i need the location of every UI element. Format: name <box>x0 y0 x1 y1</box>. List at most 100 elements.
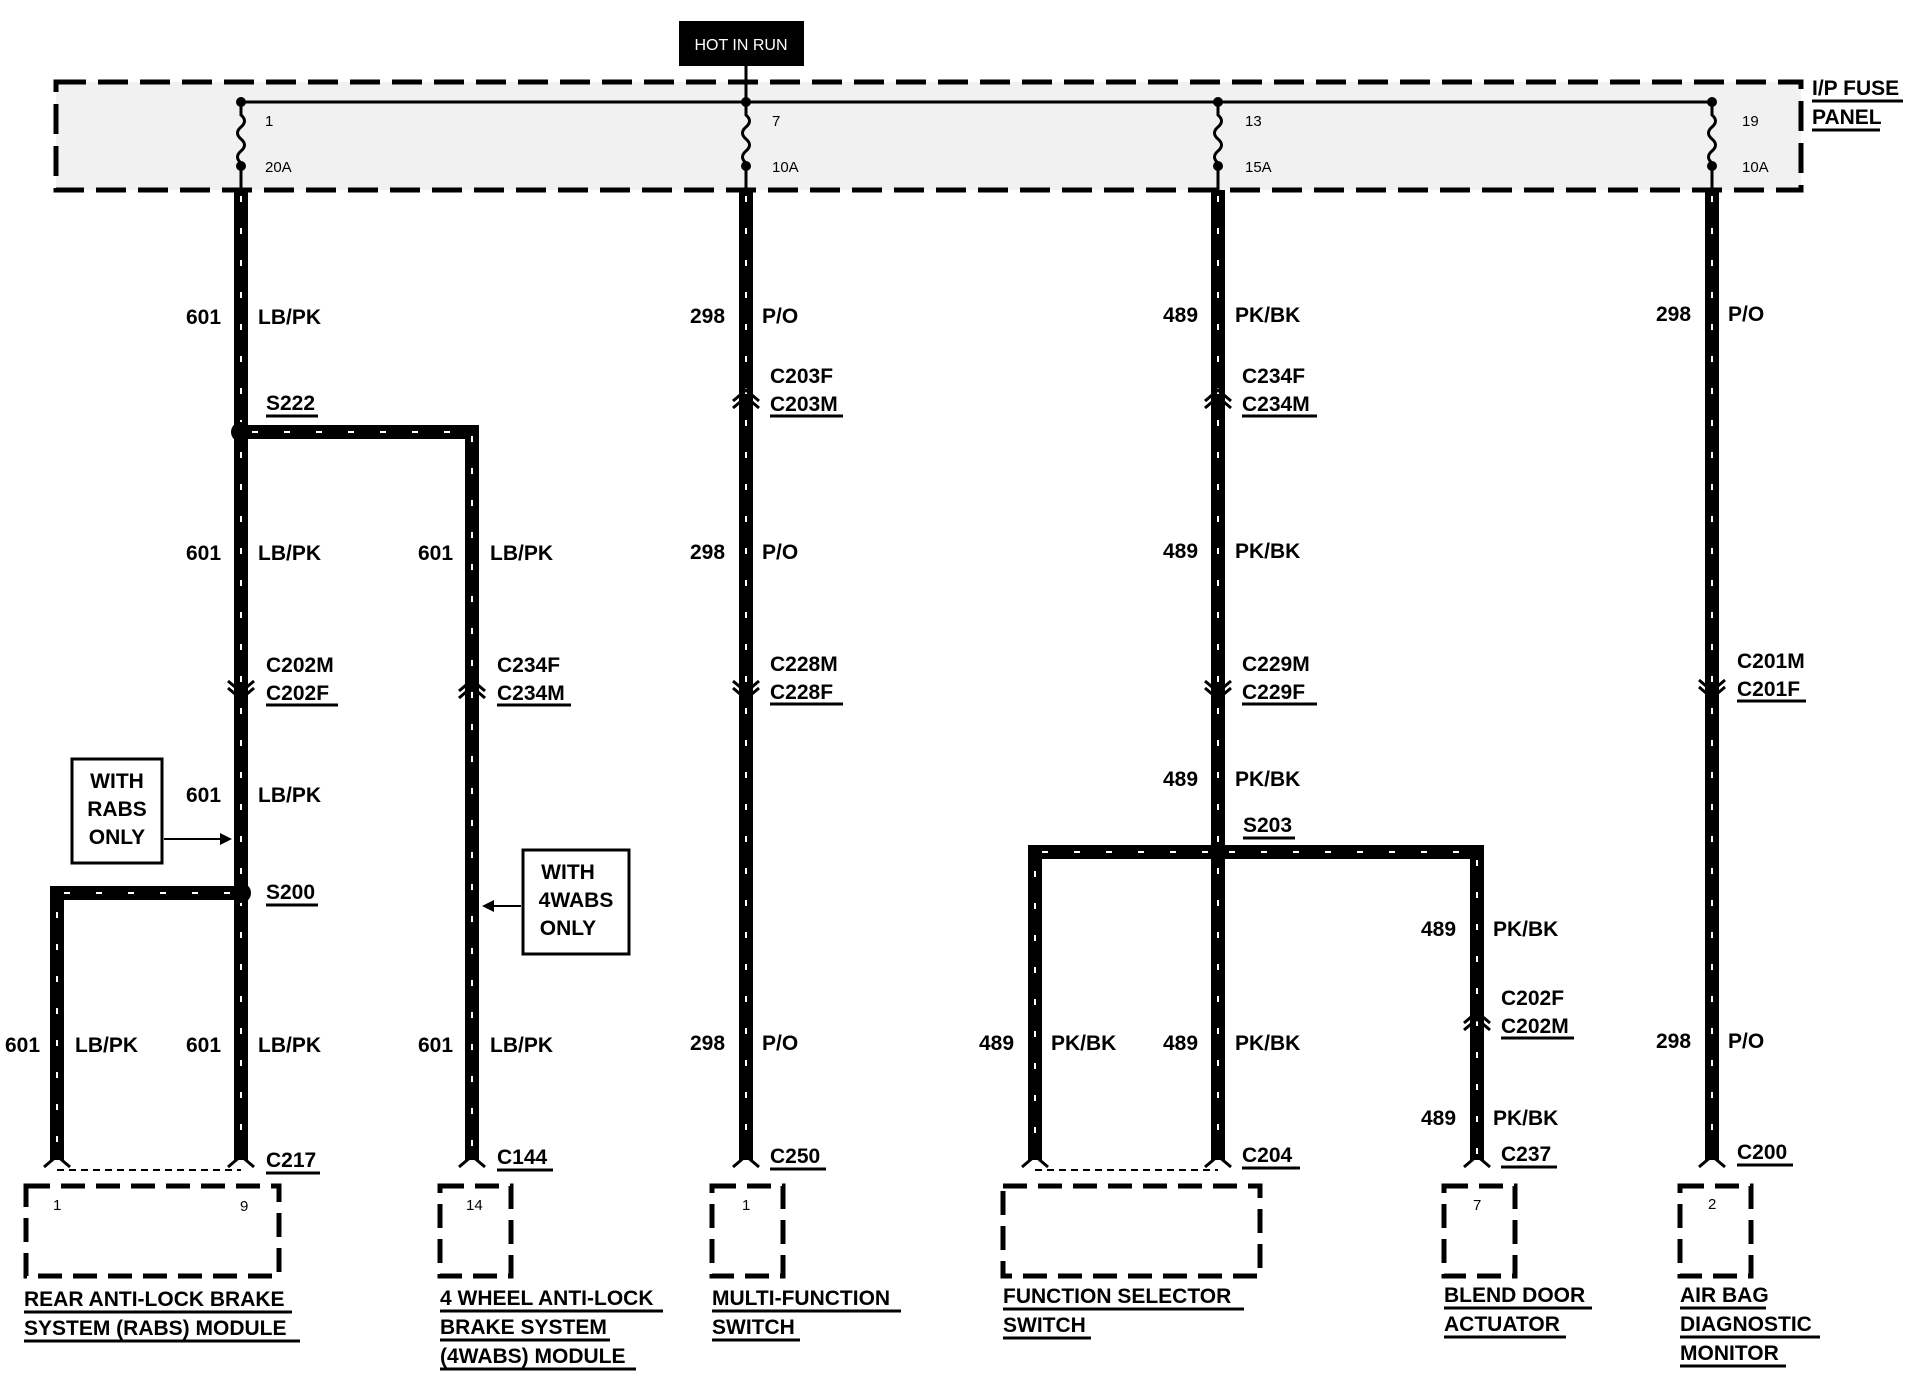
svg-text:489: 489 <box>1421 918 1456 941</box>
svg-text:P/O: P/O <box>1728 1030 1764 1053</box>
svg-text:C202F: C202F <box>1501 987 1564 1010</box>
svg-text:489: 489 <box>1421 1107 1456 1130</box>
svg-text:C237: C237 <box>1501 1143 1551 1166</box>
fuse-13: 13 15A <box>1213 97 1272 190</box>
svg-text:4WABS: 4WABS <box>539 889 614 912</box>
svg-text:298: 298 <box>690 541 725 564</box>
airbag-label-line1: AIR BAG <box>1680 1284 1769 1307</box>
bottom-connector-labels: C217 C144 C250 C204 C237 C200 <box>266 1141 1793 1175</box>
svg-text:7: 7 <box>772 113 780 130</box>
svg-text:PK/BK: PK/BK <box>1051 1032 1116 1055</box>
svg-text:P/O: P/O <box>762 1032 798 1055</box>
circuit-489-labels: 489 PK/BK 489 PK/BK 489 PK/BK 489 PK/BK … <box>979 304 1558 1130</box>
svg-text:13: 13 <box>1245 113 1262 130</box>
svg-text:1: 1 <box>53 1197 61 1214</box>
svg-text:601: 601 <box>418 1034 453 1057</box>
svg-text:C203M: C203M <box>770 393 838 416</box>
svg-text:C234M: C234M <box>1242 393 1310 416</box>
svg-text:9: 9 <box>240 1198 248 1215</box>
function-selector-switch: FUNCTION SELECTOR SWITCH <box>1000 1183 1263 1340</box>
svg-text:489: 489 <box>1163 304 1198 327</box>
svg-text:ONLY: ONLY <box>540 917 596 940</box>
svg-text:LB/PK: LB/PK <box>75 1034 138 1057</box>
inline-connector-labels: C203F C203M C234F C234M C202M C202F C234… <box>266 365 1806 1040</box>
svg-text:601: 601 <box>5 1034 40 1057</box>
svg-text:C201F: C201F <box>1737 678 1800 701</box>
svg-text:10A: 10A <box>1742 159 1769 176</box>
svg-text:C201M: C201M <box>1737 650 1805 673</box>
rabs-label-line1: REAR ANTI-LOCK BRAKE <box>24 1288 285 1311</box>
hot-in-run-label: HOT IN RUN <box>679 21 804 66</box>
splice-s222-label: S222 <box>266 392 315 415</box>
circuit-601-labels: 601 LB/PK 601 LB/PK 601 LB/PK 601 LB/PK … <box>5 306 553 1057</box>
fuse-19: 19 10A <box>1707 97 1769 190</box>
svg-text:14: 14 <box>466 1197 483 1214</box>
ip-fuse-panel: I/P FUSE PANEL <box>53 66 1903 193</box>
svg-text:LB/PK: LB/PK <box>490 1034 553 1057</box>
fuse-1: 1 20A <box>236 97 292 190</box>
svg-text:7: 7 <box>1473 1197 1481 1214</box>
svg-text:601: 601 <box>418 542 453 565</box>
splice-s203-dot <box>1208 842 1228 862</box>
svg-text:C228M: C228M <box>770 653 838 676</box>
svg-text:P/O: P/O <box>762 305 798 328</box>
blend-label-line2: ACTUATOR <box>1444 1313 1560 1336</box>
svg-text:LB/PK: LB/PK <box>258 1034 321 1057</box>
svg-text:P/O: P/O <box>762 541 798 564</box>
wires <box>50 190 1719 1160</box>
svg-text:489: 489 <box>979 1032 1014 1055</box>
svg-text:15A: 15A <box>1245 159 1272 176</box>
splice-s222-dot <box>231 422 251 442</box>
svg-text:1: 1 <box>742 1197 750 1214</box>
mfs-label-line2: SWITCH <box>712 1316 795 1339</box>
svg-text:PK/BK: PK/BK <box>1493 1107 1558 1130</box>
svg-text:C234F: C234F <box>497 654 560 677</box>
svg-text:PK/BK: PK/BK <box>1235 304 1300 327</box>
airbag-label-line2: DIAGNOSTIC <box>1680 1313 1812 1336</box>
svg-text:C250: C250 <box>770 1145 820 1168</box>
svg-text:ONLY: ONLY <box>89 826 145 849</box>
air-bag-diagnostic-monitor: 2 AIR BAG DIAGNOSTIC MONITOR <box>1677 1183 1820 1368</box>
svg-text:LB/PK: LB/PK <box>258 784 321 807</box>
4wabs-label-line1: 4 WHEEL ANTI-LOCK <box>440 1287 654 1310</box>
svg-text:C144: C144 <box>497 1146 548 1169</box>
svg-text:601: 601 <box>186 784 221 807</box>
svg-text:489: 489 <box>1163 768 1198 791</box>
svg-text:WITH: WITH <box>541 861 595 884</box>
svg-text:C202M: C202M <box>266 654 334 677</box>
svg-text:298: 298 <box>1656 303 1691 326</box>
note-with-4wabs-only: WITH 4WABS ONLY <box>482 848 631 956</box>
svg-text:P/O: P/O <box>1728 303 1764 326</box>
svg-text:LB/PK: LB/PK <box>490 542 553 565</box>
svg-text:C203F: C203F <box>770 365 833 388</box>
svg-text:C228F: C228F <box>770 681 833 704</box>
svg-text:C234F: C234F <box>1242 365 1305 388</box>
fss-label-line2: SWITCH <box>1003 1314 1086 1337</box>
svg-text:PK/BK: PK/BK <box>1493 918 1558 941</box>
fuse-7: 7 10A <box>741 97 799 190</box>
svg-text:C234M: C234M <box>497 682 565 705</box>
svg-text:C217: C217 <box>266 1149 316 1172</box>
svg-text:601: 601 <box>186 542 221 565</box>
svg-text:C202M: C202M <box>1501 1015 1569 1038</box>
4wabs-label-line3: (4WABS) MODULE <box>440 1345 626 1368</box>
fuse-panel-title-line2: PANEL <box>1812 106 1882 129</box>
multi-function-switch: 1 MULTI-FUNCTION SWITCH <box>709 1183 901 1342</box>
svg-text:298: 298 <box>1656 1030 1691 1053</box>
circuit-298-labels: 298 P/O 298 P/O 298 P/O 298 P/O 298 P/O <box>690 303 1764 1055</box>
svg-text:489: 489 <box>1163 1032 1198 1055</box>
svg-text:298: 298 <box>690 1032 725 1055</box>
svg-text:1: 1 <box>265 113 273 130</box>
blend-label-line1: BLEND DOOR <box>1444 1284 1585 1307</box>
splice-s200-label: S200 <box>266 881 315 904</box>
mfs-label-line1: MULTI-FUNCTION <box>712 1287 890 1310</box>
svg-text:HOT IN RUN: HOT IN RUN <box>694 37 787 54</box>
airbag-label-line3: MONITOR <box>1680 1342 1779 1365</box>
svg-text:10A: 10A <box>772 159 799 176</box>
fuse-panel-title-line1: I/P FUSE <box>1812 77 1899 100</box>
svg-text:298: 298 <box>690 305 725 328</box>
svg-text:489: 489 <box>1163 540 1198 563</box>
svg-text:C204: C204 <box>1242 1144 1293 1167</box>
svg-text:LB/PK: LB/PK <box>258 306 321 329</box>
